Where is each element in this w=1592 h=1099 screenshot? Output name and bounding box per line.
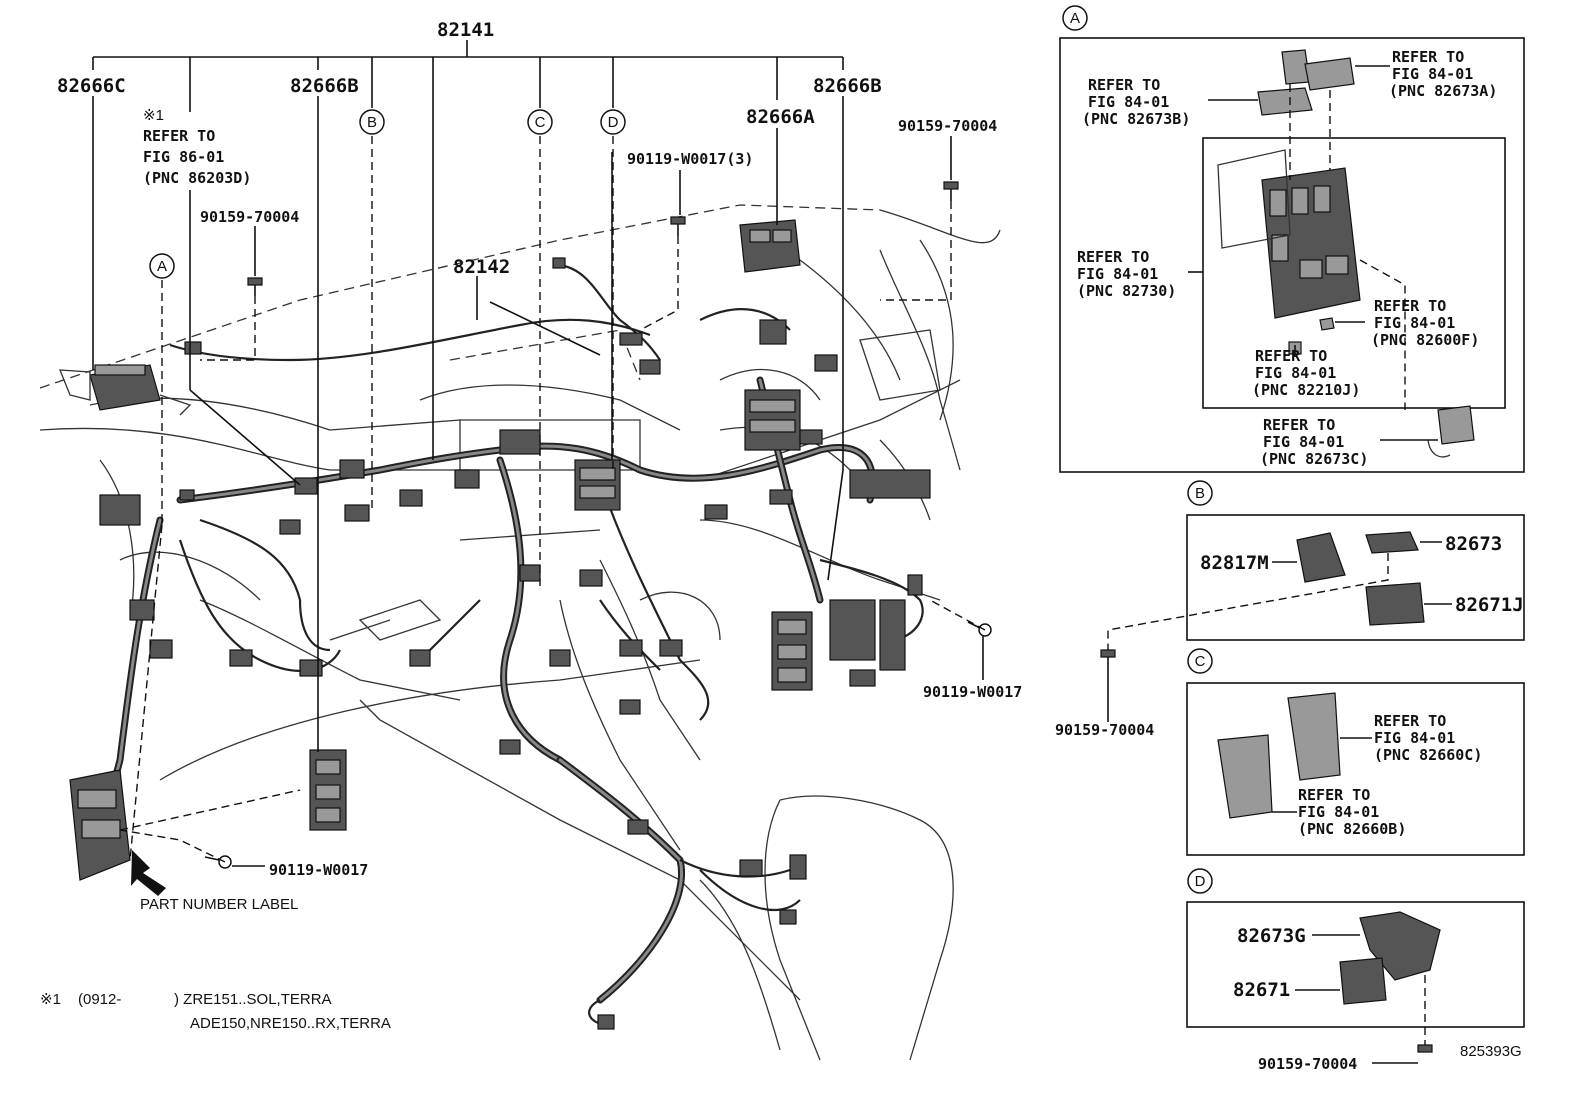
callout-c-main: C: [527, 109, 553, 135]
dashed-reference-lines: [119, 136, 986, 863]
panel-d-82673g: 82673G: [1237, 925, 1306, 947]
label-bolt-90159-top: 90159-70004: [898, 117, 997, 135]
label-82142: 82142: [453, 256, 510, 278]
panel-a-ref2-l1: REFER TO: [1088, 76, 1160, 94]
panel-a-ref6-l1: REFER TO: [1263, 416, 1335, 434]
label-82666b-left: 82666B: [290, 75, 359, 97]
panel-a-ref5-l1: REFER TO: [1255, 347, 1327, 365]
panel-a-ref3-l2: FIG 84-01: [1077, 265, 1158, 283]
footnote-mark: ※1: [40, 991, 61, 1008]
small-connectors: [99, 257, 923, 1030]
svg-text:B: B: [1195, 485, 1205, 502]
panel-c-ref1-l3: (PNC 82660C): [1374, 746, 1482, 764]
label-82141: 82141: [437, 19, 494, 41]
panel-a-ref1-l2: FIG 84-01: [1392, 65, 1473, 83]
relay-block-82666a: [739, 219, 801, 273]
panel-b-82671j: 82671J: [1455, 594, 1524, 616]
connectors: [59, 181, 992, 1030]
callout-circles: A B C D: [149, 109, 626, 279]
svg-text:A: A: [157, 258, 167, 275]
callout-d-main: D: [600, 109, 626, 135]
leader-lines: [92, 40, 984, 867]
footnote-date: (0912-: [78, 991, 121, 1008]
panel-a-relay-block: [1217, 149, 1361, 319]
panel-a: A: [1059, 5, 1525, 473]
svg-text:D: D: [608, 114, 619, 131]
panel-b-bolt: 90159-70004: [1055, 721, 1154, 739]
label-bolt-90119-bottom: 90119-W0017: [269, 861, 368, 879]
refer86-line3: (PNC 86203D): [143, 169, 251, 187]
panel-c-ref1-l2: FIG 84-01: [1374, 729, 1455, 747]
lower-left-junction: [69, 769, 131, 881]
label-bolt-90119-right: 90119-W0017: [923, 683, 1022, 701]
panel-a-ref3-l1: REFER TO: [1077, 248, 1149, 266]
panel-a-ref5-l3: (PNC 82210J): [1252, 381, 1360, 399]
relay-block-82666b-right: [771, 611, 813, 691]
label-bolt-90119-3: 90119-W0017(3): [627, 150, 753, 168]
part-number-label-text: PART NUMBER LABEL: [140, 896, 298, 913]
panel-c-ref2-l3: (PNC 82660B): [1298, 820, 1406, 838]
panel-a-clip-left: [1257, 87, 1313, 116]
callout-b-main: B: [359, 109, 385, 135]
panel-a-ref2-l2: FIG 84-01: [1088, 93, 1169, 111]
instrument-panel-outline: [39, 204, 1001, 1061]
panel-a-ref5-l2: FIG 84-01: [1255, 364, 1336, 382]
note-mark: ※1: [143, 107, 164, 124]
diagram-id: 825393G: [1460, 1043, 1522, 1060]
panel-a-ref4-l2: FIG 84-01: [1374, 314, 1455, 332]
panel-a-ref4-l1: REFER TO: [1374, 297, 1446, 315]
label-82666b-right: 82666B: [813, 75, 882, 97]
panel-c: C REFER TO FIG 84-01 (PNC 82660C) REFER …: [1186, 648, 1525, 856]
panel-b-82817m: 82817M: [1200, 552, 1269, 574]
panel-a-ref1-l1: REFER TO: [1392, 48, 1464, 66]
label-bolt-90159-left: 90159-70004: [200, 208, 299, 226]
label-82666c: 82666C: [57, 75, 126, 97]
panel-d-82671: 82671: [1233, 979, 1290, 1001]
panel-d: D 82673G 82671 90159-70004: [1186, 868, 1525, 1073]
center-relay-cluster: [499, 429, 621, 511]
label-82666a: 82666A: [746, 106, 815, 128]
right-relay-cluster: [744, 389, 931, 687]
svg-text:B: B: [367, 114, 377, 131]
refer86-line1: REFER TO: [143, 127, 215, 145]
panel-a-ref6-l2: FIG 84-01: [1263, 433, 1344, 451]
part-number-label-arrow-icon: [131, 850, 166, 896]
svg-text:C: C: [535, 114, 546, 131]
panel-b-82673: 82673: [1445, 533, 1502, 555]
svg-text:A: A: [1070, 10, 1080, 27]
svg-text:D: D: [1195, 873, 1206, 890]
footnote-line1: ) ZRE151..SOL,TERRA: [174, 991, 332, 1008]
svg-text:C: C: [1195, 653, 1206, 670]
panel-a-clip-top: [1281, 49, 1355, 91]
junction-block-82666c: [59, 364, 192, 416]
panel-c-ref2-l2: FIG 84-01: [1298, 803, 1379, 821]
footnote-line2: ADE150,NRE150..RX,TERRA: [190, 1015, 391, 1032]
refer86-line2: FIG 86-01: [143, 148, 224, 166]
callout-a-main: A: [149, 253, 175, 279]
panel-d-bolt: 90159-70004: [1258, 1055, 1357, 1073]
main-labels: 82141 82666C 82666B 82666B 82666A ※1 REF…: [40, 19, 1522, 1060]
relay-block-82666b-left: [309, 749, 347, 831]
panel-c-ref2-l1: REFER TO: [1298, 786, 1370, 804]
panel-c-ref1-l1: REFER TO: [1374, 712, 1446, 730]
panel-b: B 82817M 82673 82671J 90159-70004: [1055, 480, 1525, 739]
panel-a-ref2-l3: (PNC 82673B): [1082, 110, 1190, 128]
panel-a-ref6-l3: (PNC 82673C): [1260, 450, 1368, 468]
panel-a-ref4-l3: (PNC 82600F): [1371, 331, 1479, 349]
panel-a-ref3-l3: (PNC 82730): [1077, 282, 1176, 300]
panel-a-ref1-l3: (PNC 82673A): [1389, 82, 1497, 100]
